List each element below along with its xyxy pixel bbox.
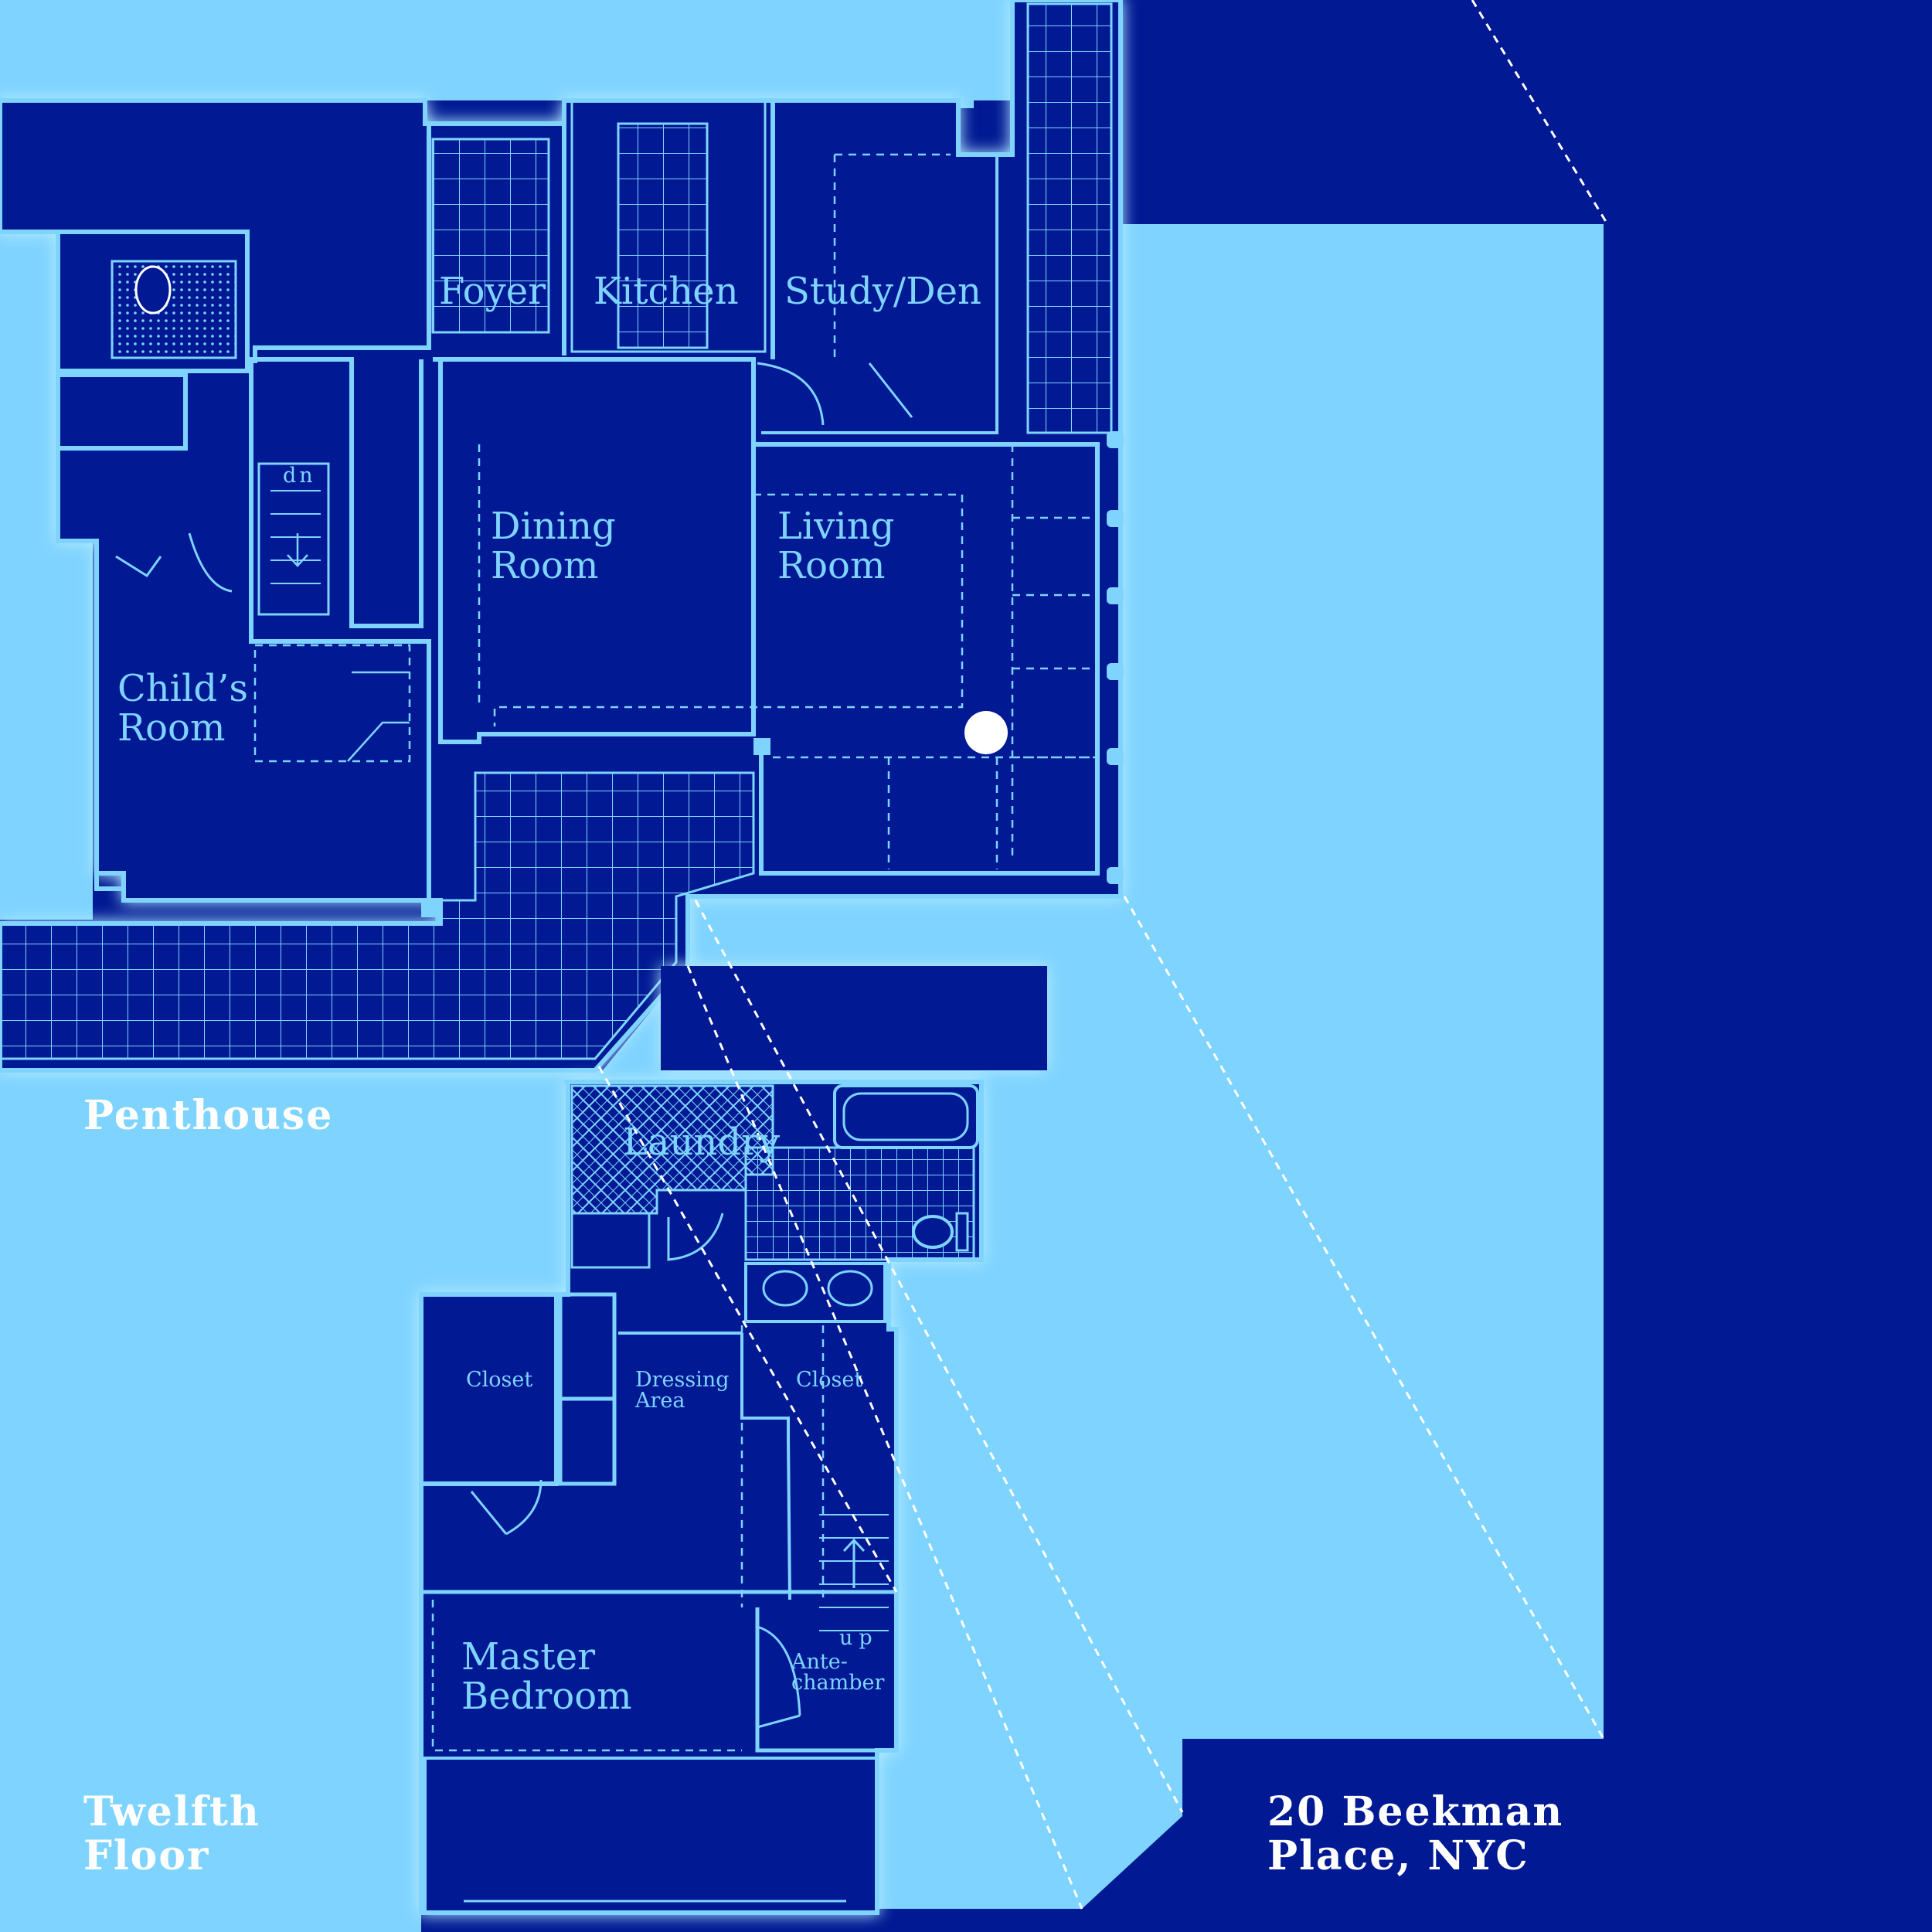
room-label-closet-right: Closet [796, 1368, 863, 1392]
room-label-foyer: Foyer [439, 270, 546, 313]
caption-address: 20 Beekman Place, NYC [1267, 1788, 1564, 1879]
projection-lines [597, 0, 1609, 1910]
penthouse-details [0, 2, 1124, 1060]
room-label-childs-room: Child’s Room [117, 667, 248, 750]
room-label-antechamber: Ante- chamber [791, 1650, 885, 1695]
room-label-dining-room: Dining Room [491, 505, 616, 587]
caption-penthouse: Penthouse [83, 1092, 334, 1139]
room-label-master-bedroom: Master Bedroom [461, 1635, 632, 1718]
room-label-closet-left: Closet [466, 1368, 533, 1392]
caption-twelfth-floor: Twelfth Floor [83, 1788, 260, 1879]
stair-label-up: up [839, 1626, 879, 1650]
room-label-kitchen: Kitchen [594, 270, 739, 313]
room-label-living-room: Living Room [777, 505, 895, 587]
room-label-dressing-area: Dressing Area [635, 1368, 730, 1413]
room-label-study-den: Study/Den [784, 270, 981, 313]
twelfth-floor-details [419, 1084, 979, 1914]
room-label-laundry: Laundry [623, 1121, 781, 1164]
stair-label-down: dn [283, 464, 316, 488]
